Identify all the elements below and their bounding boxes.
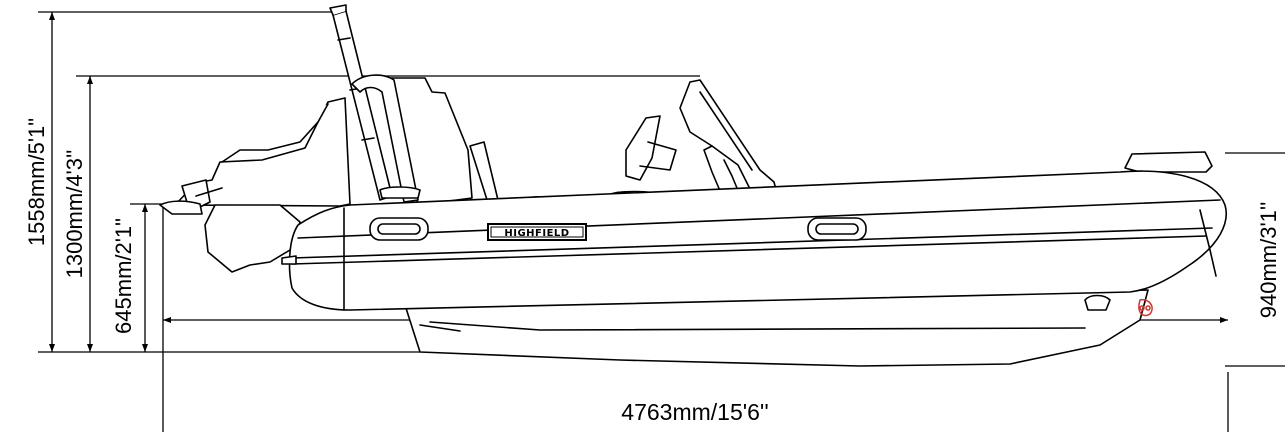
transom [159, 200, 203, 215]
bow-rail [1124, 151, 1213, 173]
center-console [603, 79, 781, 206]
tube-handles [369, 217, 867, 241]
rear-console [351, 74, 473, 206]
dim-label-length-overall: 4763mm/15'6'' [621, 399, 768, 425]
bow-tow-eye-icon [1138, 298, 1153, 317]
dimension-arrowheads [49, 12, 1228, 352]
dim-label-transom-height: 645mm/2'1" [111, 218, 136, 334]
brand-plate: HIGHFIELD [487, 223, 587, 241]
dim-label-bow-height: 940mm/3'1'' [1256, 202, 1281, 319]
dim-label-overall-height: 1558mm/5'1" [24, 118, 49, 246]
boat-outline [159, 4, 1227, 367]
brand-label: HIGHFIELD [504, 228, 569, 239]
outboard-engine-icon [174, 97, 351, 273]
inflatable-tube [288, 170, 1227, 311]
dim-label-console-height: 1300mm/4'3'' [62, 150, 87, 279]
small-post [469, 141, 499, 204]
